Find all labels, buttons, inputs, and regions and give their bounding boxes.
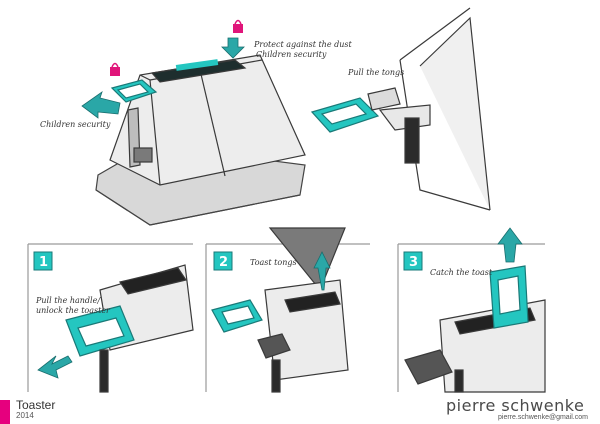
note-pull-handle-line1: Pull the handle/ [36,296,101,305]
step-3-panel [397,243,546,393]
step-2-badge: 2 [213,251,233,271]
main-toaster-sketch [95,54,306,226]
project-year: 2014 [16,411,34,420]
step-3-number: 3 [409,255,418,270]
step-1-number: 1 [39,255,48,270]
step-3-badge: 3 [403,251,423,271]
note-children-security-top: Children security [256,50,327,59]
step-1-badge: 1 [33,251,53,271]
lock-icon [233,19,243,33]
arrow-icon [81,90,121,119]
step-1-panel [27,243,194,393]
step-2-number: 2 [219,255,228,270]
note-toast-tongs: Toast tongs [250,258,297,267]
handle-detail-sketch [310,7,491,211]
lock-icon [110,62,120,76]
step-2-panel [205,227,370,393]
arrow-icon [313,251,331,291]
designer-email: pierre.schwenke@gmail.com [498,414,588,421]
note-children-security-left: Children security [40,120,111,129]
arrow-icon [497,227,523,263]
note-catch-toast: Catch the toast [430,268,493,277]
project-title: Toaster [16,398,56,412]
note-pull-tongs: Pull the tongs [348,68,405,77]
note-protect: Protect against the dust [254,40,352,49]
label-bar [0,400,10,424]
designer-signature: pierre schwenke [446,396,585,415]
arrow-icon [37,355,73,379]
arrow-icon [221,37,245,59]
note-pull-handle-line2: unlock the toaster [36,306,110,315]
